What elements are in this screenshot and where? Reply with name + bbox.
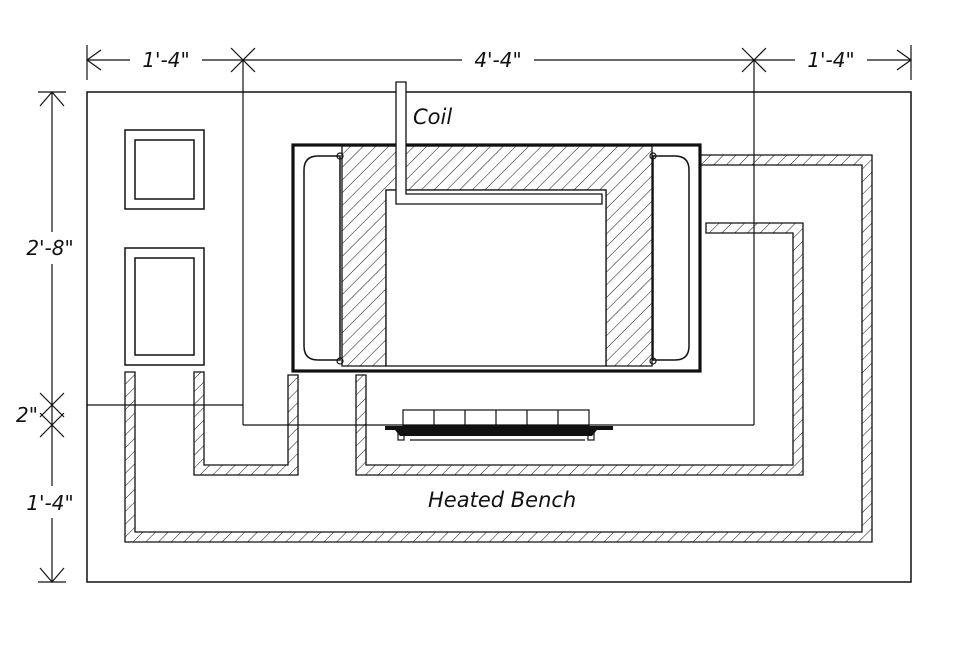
- dim-top-right: 1'-4": [807, 48, 854, 72]
- dim-left-middle: 2": [16, 403, 38, 427]
- dim-top-middle: 4'-4": [474, 48, 521, 72]
- grate-assembly: [385, 409, 613, 441]
- heated-bench-left-channel: [193, 371, 299, 476]
- dim-left-upper: 2'-8": [26, 236, 73, 260]
- outer-boundary: [86, 91, 912, 583]
- heated-bench-inner-channel: [355, 222, 804, 476]
- coil-pipe: [395, 81, 603, 205]
- heated-bench-label: Heated Bench: [428, 488, 576, 512]
- left-dimension: [16, 91, 84, 583]
- dim-left-lower: 1'-4": [26, 491, 73, 515]
- firebox: [291, 143, 702, 373]
- dim-top-left: 1'-4": [142, 48, 189, 72]
- coil-label: Coil: [413, 105, 452, 129]
- top-dimension: [85, 45, 913, 80]
- left-openings: [124, 129, 205, 366]
- reference-lines: [87, 60, 755, 426]
